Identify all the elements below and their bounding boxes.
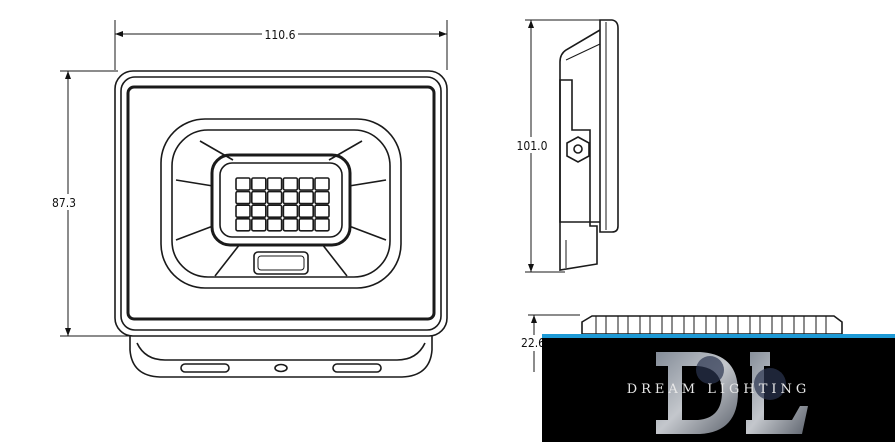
housing-inner [120,76,442,331]
led-chip [235,190,251,205]
cooling-fin [595,315,607,335]
cooling-fin [661,315,673,335]
cooling-fin [683,315,695,335]
side-bracket [559,79,598,271]
led-chip [251,204,267,218]
led-chip [235,177,251,191]
led-chip [298,190,315,205]
mount-slot-left [180,363,230,373]
cooling-fin [749,315,761,335]
mount-hole [274,363,288,373]
led-chip [314,190,330,205]
led-chip [282,177,299,191]
front-view: 110.6 87.3 [52,20,448,378]
sensor-window-inner [257,255,305,271]
led-chip [298,218,315,232]
height-dimension: 87.3 [52,70,130,337]
side-height-dimension-label: 101.0 [517,139,548,153]
led-chip [314,204,330,218]
width-dimension: 110.6 [114,20,448,70]
led-chip [251,177,267,191]
led-chip [282,218,299,232]
bracket-bolt-hole [573,144,583,154]
cooling-fin [705,315,717,335]
logo-wordmark: DREAM LIGHTING [626,382,811,397]
led-chip [266,204,283,218]
dl-monogram-icon [656,352,808,434]
cooling-fins [595,315,827,335]
led-chip-grid [235,177,330,232]
led-chip [314,177,330,191]
side-housing [559,29,601,223]
cooling-fin [639,315,651,335]
bracket-bolt [566,136,590,163]
glass-frame [126,85,436,321]
bottom-bracket [129,336,433,378]
top-housing-outline [581,315,843,335]
side-view: 101.0 [517,19,619,273]
logo-accent-strip [542,334,895,338]
led-chip [266,190,283,205]
depth-dimension: 22.6 [521,314,580,372]
led-chip [251,190,267,205]
sensor-window [253,251,309,275]
height-dimension-label: 87.3 [52,196,76,210]
reflector [160,118,402,289]
side-front-bezel [599,19,619,233]
cooling-fin [815,315,827,335]
dream-lighting-logo: DREAM LIGHTING [542,334,895,442]
led-chip [298,177,315,191]
housing-outer [114,70,448,337]
led-chip [235,218,251,232]
led-chip [282,204,299,218]
cooling-fin [617,315,629,335]
led-chip [235,204,251,218]
led-module [210,153,352,247]
led-chip [314,218,330,232]
led-chip [298,204,315,218]
depth-dimension-label: 22.6 [521,336,545,350]
led-chip [251,218,267,232]
led-chip [282,190,299,205]
cooling-fin [771,315,783,335]
cooling-fin [793,315,805,335]
led-chip [266,177,283,191]
width-dimension-label: 110.6 [265,28,296,42]
side-height-dimension: 101.0 [517,19,600,273]
cooling-fin [727,315,739,335]
mount-slot-right [332,363,382,373]
led-chip [266,218,283,232]
